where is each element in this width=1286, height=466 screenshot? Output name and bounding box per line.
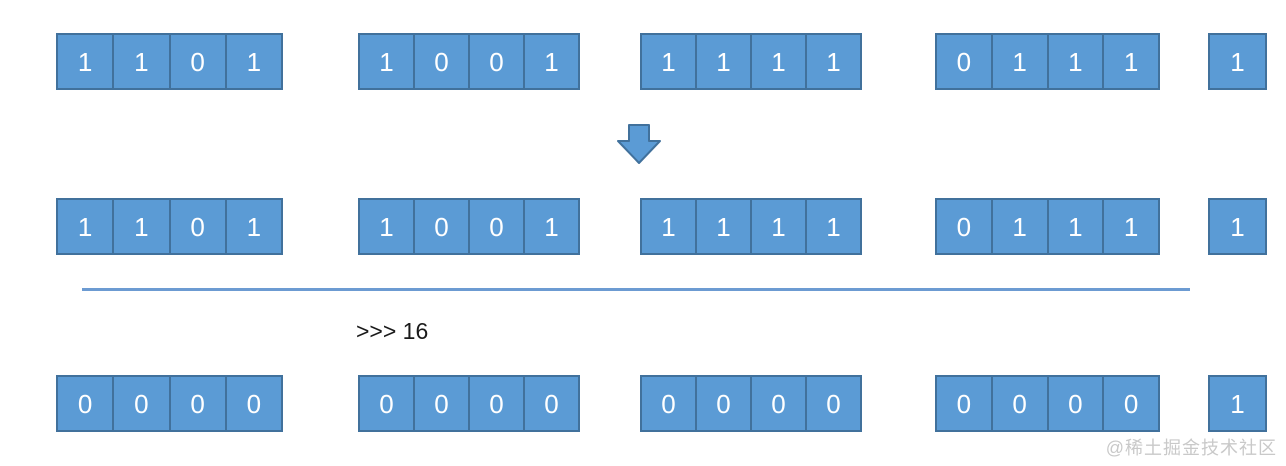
- bit-cell: 0: [935, 33, 993, 90]
- bit-cell: 1: [1046, 198, 1105, 255]
- bit-cell: 0: [1102, 375, 1160, 432]
- bit-cell: 1: [56, 33, 115, 90]
- bit-cell: 0: [56, 375, 115, 432]
- bit-cell: 1: [640, 198, 697, 255]
- bit-cell: 1: [1046, 33, 1105, 90]
- bit-cell: 1: [358, 33, 415, 90]
- bit-cell: 0: [224, 375, 283, 432]
- bit-cell: 0: [358, 375, 415, 432]
- bit-cell: 1: [640, 33, 697, 90]
- bit-cell: 0: [413, 198, 470, 255]
- bit-cell: 1: [112, 33, 171, 90]
- bit-cell: 1: [805, 33, 862, 90]
- bit-cell: 0: [468, 33, 525, 90]
- bit-cell: 0: [168, 375, 227, 432]
- bit-cell: 0: [750, 375, 807, 432]
- bit-cell: 1: [990, 33, 1049, 90]
- down-arrow-icon: [617, 124, 661, 164]
- bit-cell: 1: [224, 198, 283, 255]
- bit-cell: 0: [695, 375, 752, 432]
- bit-cell: 1: [695, 198, 752, 255]
- bit-cell: 0: [413, 33, 470, 90]
- bit-cell: 1: [1208, 375, 1267, 432]
- bit-cell: 1: [523, 33, 580, 90]
- bit-cell: 0: [413, 375, 470, 432]
- bit-cell: 0: [1046, 375, 1105, 432]
- bit-cell: 0: [805, 375, 862, 432]
- bit-cell: 1: [1102, 198, 1160, 255]
- bit-cell: 0: [640, 375, 697, 432]
- bit-cell: 0: [935, 198, 993, 255]
- bit-cell: 0: [523, 375, 580, 432]
- bit-cell: 0: [112, 375, 171, 432]
- bit-cell: 0: [935, 375, 993, 432]
- bit-cell: 1: [750, 33, 807, 90]
- bit-cell-single-group: 1: [1208, 33, 1267, 90]
- bit-cell: 1: [1208, 198, 1267, 255]
- bit-cell: 1: [56, 198, 115, 255]
- bit-cell: 1: [990, 198, 1049, 255]
- shift-operation-label: >>> 16: [356, 318, 429, 344]
- bit-cell: 1: [112, 198, 171, 255]
- bit-cell: 1: [805, 198, 862, 255]
- bit-cell: 1: [523, 198, 580, 255]
- bit-cell: 1: [224, 33, 283, 90]
- bit-cell: 0: [468, 375, 525, 432]
- bit-cell: 1: [695, 33, 752, 90]
- bit-cell: 0: [168, 198, 227, 255]
- bit-cell: 0: [468, 198, 525, 255]
- watermark: @稀土掘金技术社区: [1105, 438, 1277, 458]
- bit-cell: 0: [168, 33, 227, 90]
- bit-cell: 1: [750, 198, 807, 255]
- bit-cell: 1: [358, 198, 415, 255]
- divider-line: [82, 288, 1190, 291]
- bit-cell-single-group: 1: [1208, 198, 1267, 255]
- bit-cell: 1: [1208, 33, 1267, 90]
- bit-cell: 0: [990, 375, 1049, 432]
- bit-cell: 1: [1102, 33, 1160, 90]
- bit-cell-single-group: 1: [1208, 375, 1267, 432]
